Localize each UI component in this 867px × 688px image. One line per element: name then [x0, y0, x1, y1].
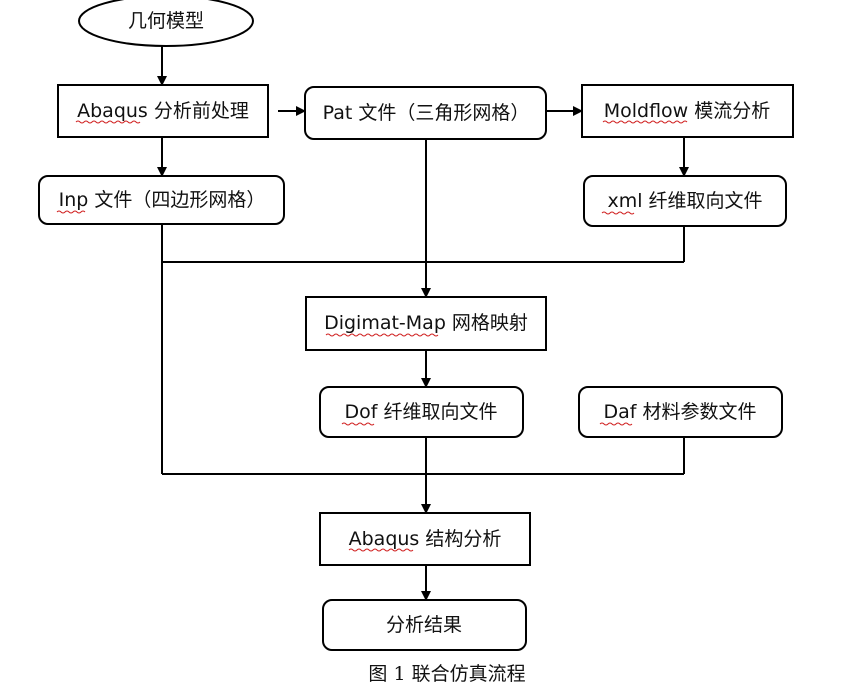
spellcheck-squiggles [56, 120, 688, 552]
node-digimat-map-label: Digimat-Map 网格映射 [324, 312, 528, 334]
node-abaqus-pre-label: Abaqus 分析前处理 [77, 100, 249, 122]
node-dof-file-label: Dof 纤维取向文件 [345, 401, 498, 423]
node-inp-file-shape [38, 175, 285, 225]
node-xml-file-label: xml 纤维取向文件 [607, 190, 762, 212]
squiggle-moldflow [602, 120, 688, 124]
node-pat-file-shape [304, 86, 547, 140]
node-moldflow-label: Moldflow 模流分析 [604, 100, 771, 122]
squiggle-abaqus-struct [348, 548, 414, 552]
squiggle-abaqus-pre [75, 120, 141, 124]
squiggle-digimat [325, 333, 439, 337]
node-abaqus-pre-shape [57, 84, 269, 138]
node-daf-file-label: Daf 材料参数文件 [603, 401, 756, 423]
node-geometry-model-shape [78, 0, 254, 47]
node-xml-file-shape [583, 175, 787, 227]
node-pat-file-label: Pat 文件（三角形网格） [323, 102, 530, 124]
node-shapes [38, 0, 794, 651]
node-geometry-model-label: 几何模型 [128, 10, 204, 32]
node-labels: 几何模型 Abaqus 分析前处理 Pat 文件（三角形网格） Moldflow… [59, 10, 771, 636]
squiggle-inp [56, 210, 86, 214]
squiggle-xml [601, 211, 635, 215]
node-moldflow-shape [581, 84, 794, 138]
node-inp-file-label: Inp 文件（四边形网格） [59, 189, 266, 211]
squiggle-daf [599, 422, 633, 426]
node-result-shape [322, 599, 527, 651]
node-abaqus-struct-shape [319, 512, 531, 566]
connectors [157, 46, 689, 601]
figure-caption: 图 1 联合仿真流程 [368, 663, 525, 685]
node-digimat-map-shape [305, 296, 547, 351]
node-result-label: 分析结果 [386, 614, 462, 636]
node-abaqus-struct-label: Abaqus 结构分析 [349, 528, 502, 550]
squiggle-dof [341, 422, 375, 426]
